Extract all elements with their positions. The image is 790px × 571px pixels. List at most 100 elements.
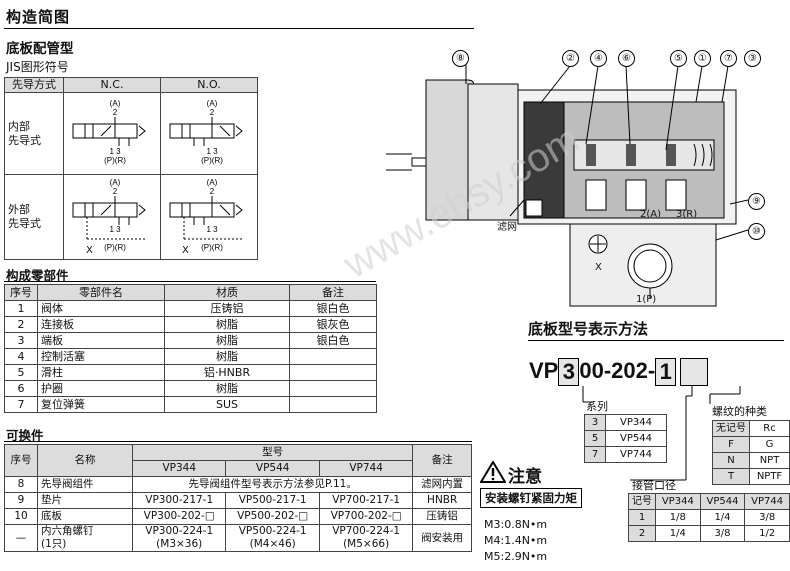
svg-text:2: 2 [210,108,215,117]
jis-symbol-internal-no: (A) 2 1 3 (P)(R) [160,92,258,175]
table-row: — 内六角螺钉 (1只) VP300-224-1 (M3×36) VP500-2… [4,524,472,552]
thread-label: 螺纹的种类 [712,405,767,418]
model-title: 底板型号表示方法 [528,320,649,338]
torque-m5: M5:2.9N•m [484,550,548,563]
callout-1: ① [694,50,711,67]
subtitle: 底板配管型 [6,41,74,57]
replace-rule [4,441,472,442]
jis-header-pilot: 先导方式 [4,77,64,93]
label-port-p: 1(P) [636,294,657,305]
parts-title: 构成零部件 [6,268,69,283]
torque-m4: M4:1.4N•m [484,534,548,547]
model-col-vp744: VP744 [318,460,414,477]
jis-header-no: N.O. [160,77,258,93]
model-rule [528,340,784,341]
parts-header-material: 材质 [164,284,290,301]
jis-table: 先导方式 N.C. N.O. 内部 先导式 (A) 2 1 3 (P)(R) [4,77,258,260]
callout-10: ⑩ [748,223,765,240]
parts-rule [4,281,376,282]
svg-text:(P)(R): (P)(R) [201,156,223,165]
svg-text:1 3: 1 3 [109,147,121,156]
table-row: 2 1/4 3/8 1/2 [628,525,790,542]
jis-row-external: 外部 先导式 [4,174,64,260]
title-rule [4,28,474,29]
model-box-thread [680,358,709,387]
model-box-port: 1 [655,358,677,387]
parts-header-name: 零部件名 [37,284,165,301]
svg-text:2: 2 [113,187,118,196]
svg-text:2: 2 [210,187,215,196]
callout-4: ④ [590,50,607,67]
caution-title: 注意 [508,467,542,487]
model-col-vp344: VP344 [131,460,227,477]
svg-text:(A): (A) [207,178,218,187]
structure-drawing [386,62,749,307]
replace-header-no: 序号 [4,444,38,477]
main-title: 构造简图 [6,8,71,26]
port-table: 记号 VP344 VP544 VP744 1 1/8 1/4 3/8 2 1/4… [628,493,790,542]
caution-box: 安装螺钉紧固力矩 [480,488,582,508]
jis-x-label-nc: X [86,245,93,256]
svg-text:1 3: 1 3 [206,147,218,156]
callout-7: ⑦ [720,50,737,67]
callout-5: ⑤ [670,50,687,67]
replace-title: 可换件 [6,428,44,443]
model-box-series: 3 [558,358,580,387]
svg-text:(P)(R): (P)(R) [104,156,126,165]
replace-header-name: 名称 [37,444,133,477]
jis-header-nc: N.C. [63,77,161,93]
callout-9: ⑨ [748,193,765,210]
callout-2: ② [562,50,579,67]
svg-text:(P)(R): (P)(R) [104,243,126,252]
callout-8: ⑧ [452,50,469,67]
label-port-a: 2(A) [640,209,662,220]
svg-text:(A): (A) [110,178,121,187]
jis-x-label-no: X [182,245,189,256]
model-prefix: VP [529,358,559,383]
jis-title: JIS图形符号 [6,60,69,74]
label-port-r: 3(R) [676,209,698,220]
callout-6: ⑥ [618,50,635,67]
table-row: 1 1/8 1/4 3/8 [628,509,790,526]
jis-symbol-external-nc: (A) 2 1 3 (P)(R) [63,174,161,260]
replace-header-model: 型号 [131,444,414,461]
jis-symbol-internal-nc: (A) 2 1 3 (P)(R) [63,92,161,175]
svg-text:(P)(R): (P)(R) [201,243,223,252]
warning-icon [480,461,506,483]
jis-symbol-external-no: (A) 2 1 3 (P)(R) [160,174,258,260]
table-row: 9 垫片 VP300-217-1 VP500-217-1 VP700-217-1… [4,492,472,509]
svg-text:1 3: 1 3 [109,225,121,234]
replace-header-note: 备注 [412,444,472,477]
label-port-x: X [595,262,602,273]
series-label: 系列 [586,400,608,413]
torque-m3: M3:0.8N•m [484,518,548,531]
model-connectors [582,386,741,481]
jis-row-internal: 内部 先导式 [4,92,64,175]
model-col-vp544: VP544 [225,460,320,477]
svg-text:2: 2 [113,108,118,117]
svg-text:(A): (A) [110,99,121,108]
model-mid: 00-202- [579,358,656,383]
replace-table: 序号 名称 型号 备注 VP344 VP544 VP744 8 先导阀组件 先导… [4,444,472,552]
table-row: 8 先导阀组件 先导阀组件型号表示方法参见P.11。 滤网内置 [4,476,472,493]
port-label: 接管口径 [632,479,676,492]
label-filter: 滤网 [497,222,517,233]
